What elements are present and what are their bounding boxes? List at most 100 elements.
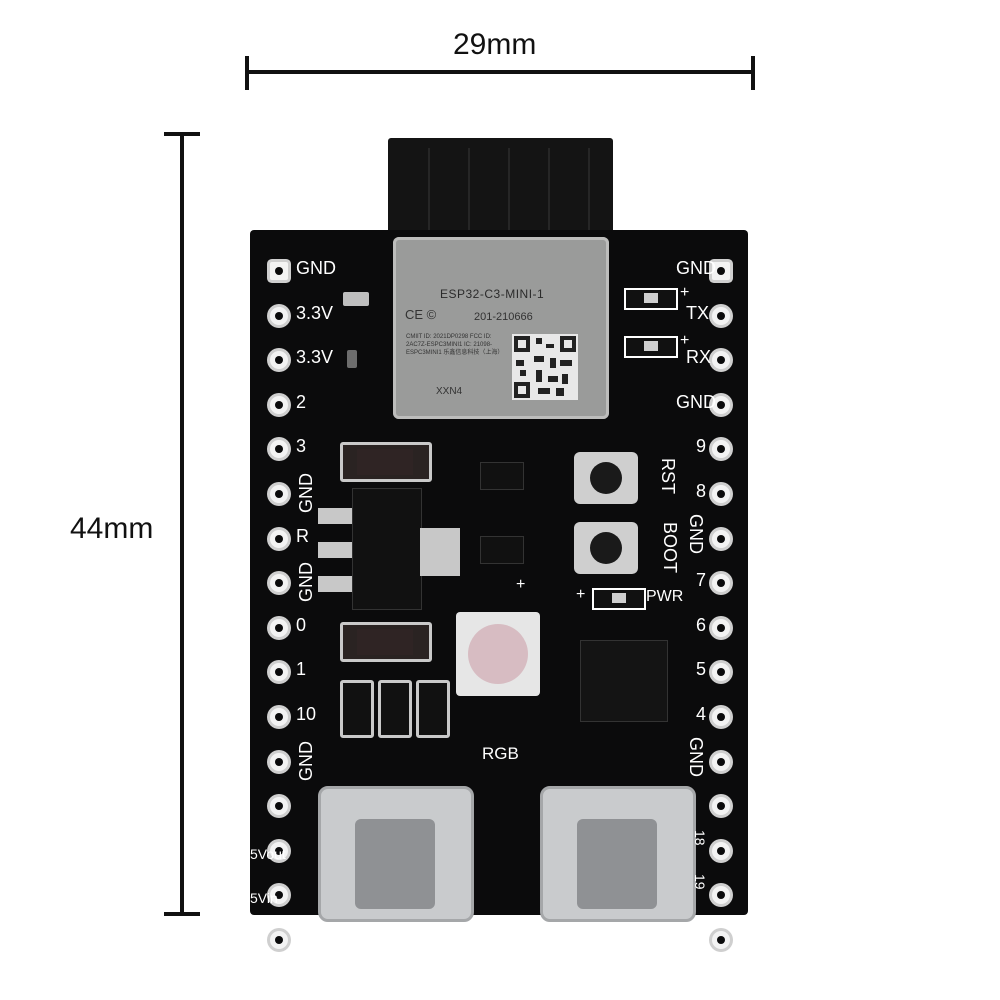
right-pin-label-11: GND [686, 737, 706, 777]
rx-led [624, 336, 678, 358]
module-cert-number: 201-210666 [474, 311, 533, 323]
left-pin-label-7: GND [296, 562, 316, 602]
right-pin-10[interactable] [712, 708, 730, 726]
left-pin-11[interactable] [270, 753, 288, 771]
smd-capacitor [343, 292, 369, 306]
height-dimension-cap-bottom [164, 912, 200, 916]
left-pin-label-14: 5Vin [250, 890, 278, 906]
right-pin-0[interactable] [712, 262, 730, 280]
right-pin-9[interactable] [712, 663, 730, 681]
rst-button-cap[interactable] [590, 462, 622, 494]
rst-button[interactable] [574, 452, 638, 504]
right-pin-13[interactable] [712, 842, 730, 860]
pwr-label: PWR [646, 588, 684, 605]
usb-serial-chip [580, 640, 668, 722]
left-pin-6[interactable] [270, 530, 288, 548]
width-dimension-cap-left [245, 56, 249, 90]
left-pin-14[interactable] [270, 886, 288, 904]
right-pin-4[interactable] [712, 440, 730, 458]
left-pin-9[interactable] [270, 663, 288, 681]
left-pin-label-10: 10 [296, 704, 317, 724]
left-pin-label-0: GND [296, 258, 336, 278]
left-pin-13[interactable] [270, 842, 288, 860]
pwr-led [592, 588, 646, 610]
right-pin-label-3: GND [676, 392, 716, 412]
diode-component [340, 442, 432, 482]
height-dimension-cap-top [164, 132, 200, 136]
rx-led-plus: + [680, 332, 690, 349]
pwr-led-plus: + [576, 586, 586, 603]
tvs-diode [340, 680, 374, 738]
regulator-tab [420, 528, 460, 576]
left-pin-15[interactable] [270, 931, 288, 949]
rgb-led-lens [468, 624, 528, 684]
left-pin-1[interactable] [270, 307, 288, 325]
left-pin-label-1: 3.3V [296, 303, 334, 323]
regulator-pin [318, 542, 352, 558]
transistor [480, 536, 524, 564]
regulator-pin [318, 508, 352, 524]
right-pin-8[interactable] [712, 619, 730, 637]
tvs-diode [378, 680, 412, 738]
right-pin-label-2: RX [686, 347, 712, 367]
left-pin-2[interactable] [270, 351, 288, 369]
ce-icon: CE © [405, 307, 437, 322]
pcb-antenna [388, 138, 613, 238]
left-pin-label-3: 2 [296, 392, 307, 412]
right-pin-label-9: 5 [696, 659, 707, 679]
left-pin-12[interactable] [270, 797, 288, 815]
tvs-diode [416, 680, 450, 738]
right-pin-11[interactable] [712, 753, 730, 771]
right-pin-15[interactable] [712, 931, 730, 949]
left-pin-0[interactable] [270, 262, 288, 280]
width-dimension-label: 29mm [453, 28, 537, 61]
module-name: ESP32-C3-MINI-1 [440, 287, 545, 301]
rgb-label: RGB [482, 744, 519, 763]
rgb-led [456, 612, 540, 696]
left-pin-label-13: 5Vout [250, 846, 286, 862]
boot-button-cap[interactable] [590, 532, 622, 564]
right-pin-7[interactable] [712, 574, 730, 592]
left-pin-label-5: GND [296, 473, 316, 513]
boot-button[interactable] [574, 522, 638, 574]
left-pin-10[interactable] [270, 708, 288, 726]
right-pin-label-4: 9 [696, 436, 707, 456]
module-code: XXN4 [436, 386, 463, 397]
right-pin-5[interactable] [712, 485, 730, 503]
left-pin-label-9: 1 [296, 659, 307, 679]
width-dimension-cap-right [751, 56, 755, 90]
right-pin-6[interactable] [712, 530, 730, 548]
left-pin-8[interactable] [270, 619, 288, 637]
module-small-text: CMIIT ID: 2021DP0298 FCC ID: 2AC7Z-ESPC3… [406, 334, 504, 356]
height-dimension-label: 44mm [70, 512, 154, 545]
left-pin-4[interactable] [270, 440, 288, 458]
right-pin-label-14: 19 [692, 874, 708, 890]
voltage-regulator [352, 488, 422, 610]
rgb-plus-label: + [516, 576, 526, 593]
right-pin-12[interactable] [712, 797, 730, 815]
left-pin-label-2: 3.3V [296, 347, 334, 367]
regulator-pin [318, 576, 352, 592]
right-pin-label-15: G [696, 927, 711, 947]
right-pin-label-0: GND [676, 258, 716, 278]
right-pin-3[interactable] [712, 396, 730, 414]
left-pin-5[interactable] [270, 485, 288, 503]
left-pin-label-15: G [252, 927, 267, 947]
left-pin-3[interactable] [270, 396, 288, 414]
right-pin-2[interactable] [712, 351, 730, 369]
rst-label: RST [658, 458, 678, 494]
right-pin-1[interactable] [712, 307, 730, 325]
width-dimension-line [247, 70, 753, 74]
right-pin-label-6: GND [686, 514, 706, 554]
usb-c-port-right[interactable] [540, 786, 696, 922]
right-pin-14[interactable] [712, 886, 730, 904]
right-pin-label-8: 6 [696, 615, 707, 635]
left-pin-label-6: R [296, 526, 309, 546]
smd-resistor [347, 350, 357, 368]
left-pin-7[interactable] [270, 574, 288, 592]
right-pin-label-10: 4 [696, 704, 707, 724]
usb-c-port-left[interactable] [318, 786, 474, 922]
left-pin-label-8: 0 [296, 615, 307, 635]
transistor [480, 462, 524, 490]
height-dimension-line [180, 134, 184, 916]
